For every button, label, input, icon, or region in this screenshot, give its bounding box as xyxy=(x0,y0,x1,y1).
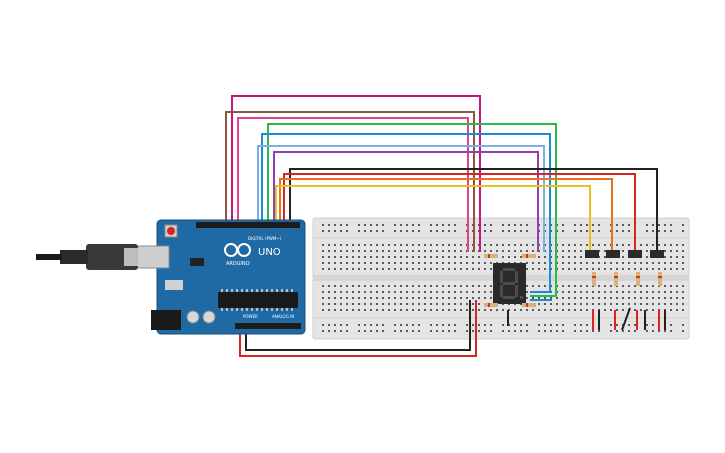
board-logo-text: ARDUINO xyxy=(226,261,250,267)
resistor xyxy=(484,254,498,258)
wire-red-top xyxy=(283,173,636,252)
display-digit: 8. xyxy=(0,0,2,1)
resistor xyxy=(522,303,536,307)
board-model-text: UNO xyxy=(258,247,281,258)
analog-power-header[interactable] xyxy=(235,323,301,329)
usb-port[interactable] xyxy=(136,245,170,269)
push-buttons[interactable] xyxy=(585,250,664,258)
usb-plug-icon[interactable] xyxy=(36,244,138,270)
ic-chip-icon xyxy=(218,292,298,308)
wire-green xyxy=(267,123,557,297)
wire-brown xyxy=(225,111,475,252)
power-jack[interactable] xyxy=(151,310,181,330)
resistor xyxy=(614,272,618,286)
wire-purple xyxy=(273,151,539,252)
push-button-3 xyxy=(628,250,642,258)
power-label: POWER xyxy=(243,314,258,319)
arduino-uno-board[interactable]: ARDUINO UNO DIGITAL (PWM~) POWER ANALOG … xyxy=(136,219,306,335)
seven-segment-display: 8. xyxy=(0,0,526,304)
resistor xyxy=(522,254,536,258)
wire-lightblue xyxy=(257,145,545,252)
push-button-4 xyxy=(650,250,664,258)
analog-label: ANALOG IN xyxy=(272,314,294,319)
wire-orange xyxy=(279,178,613,252)
wire-black-top xyxy=(289,168,658,252)
wire-black-bottom xyxy=(245,300,471,351)
resistor xyxy=(484,303,498,307)
wire-blue xyxy=(261,133,551,293)
resistors xyxy=(484,254,662,307)
jumper-wires[interactable] xyxy=(225,95,666,357)
digital-header[interactable] xyxy=(196,222,300,228)
resistor xyxy=(592,272,596,286)
resistor xyxy=(658,272,662,286)
arduino-logo xyxy=(224,243,251,257)
reset-button-icon[interactable] xyxy=(164,224,178,238)
push-button-1 xyxy=(585,250,599,258)
push-button-2 xyxy=(606,250,620,258)
resistor xyxy=(636,272,640,286)
wire-red-bottom xyxy=(239,300,477,357)
wire-yellow xyxy=(275,185,591,252)
digital-label: DIGITAL (PWM~) xyxy=(248,236,282,241)
